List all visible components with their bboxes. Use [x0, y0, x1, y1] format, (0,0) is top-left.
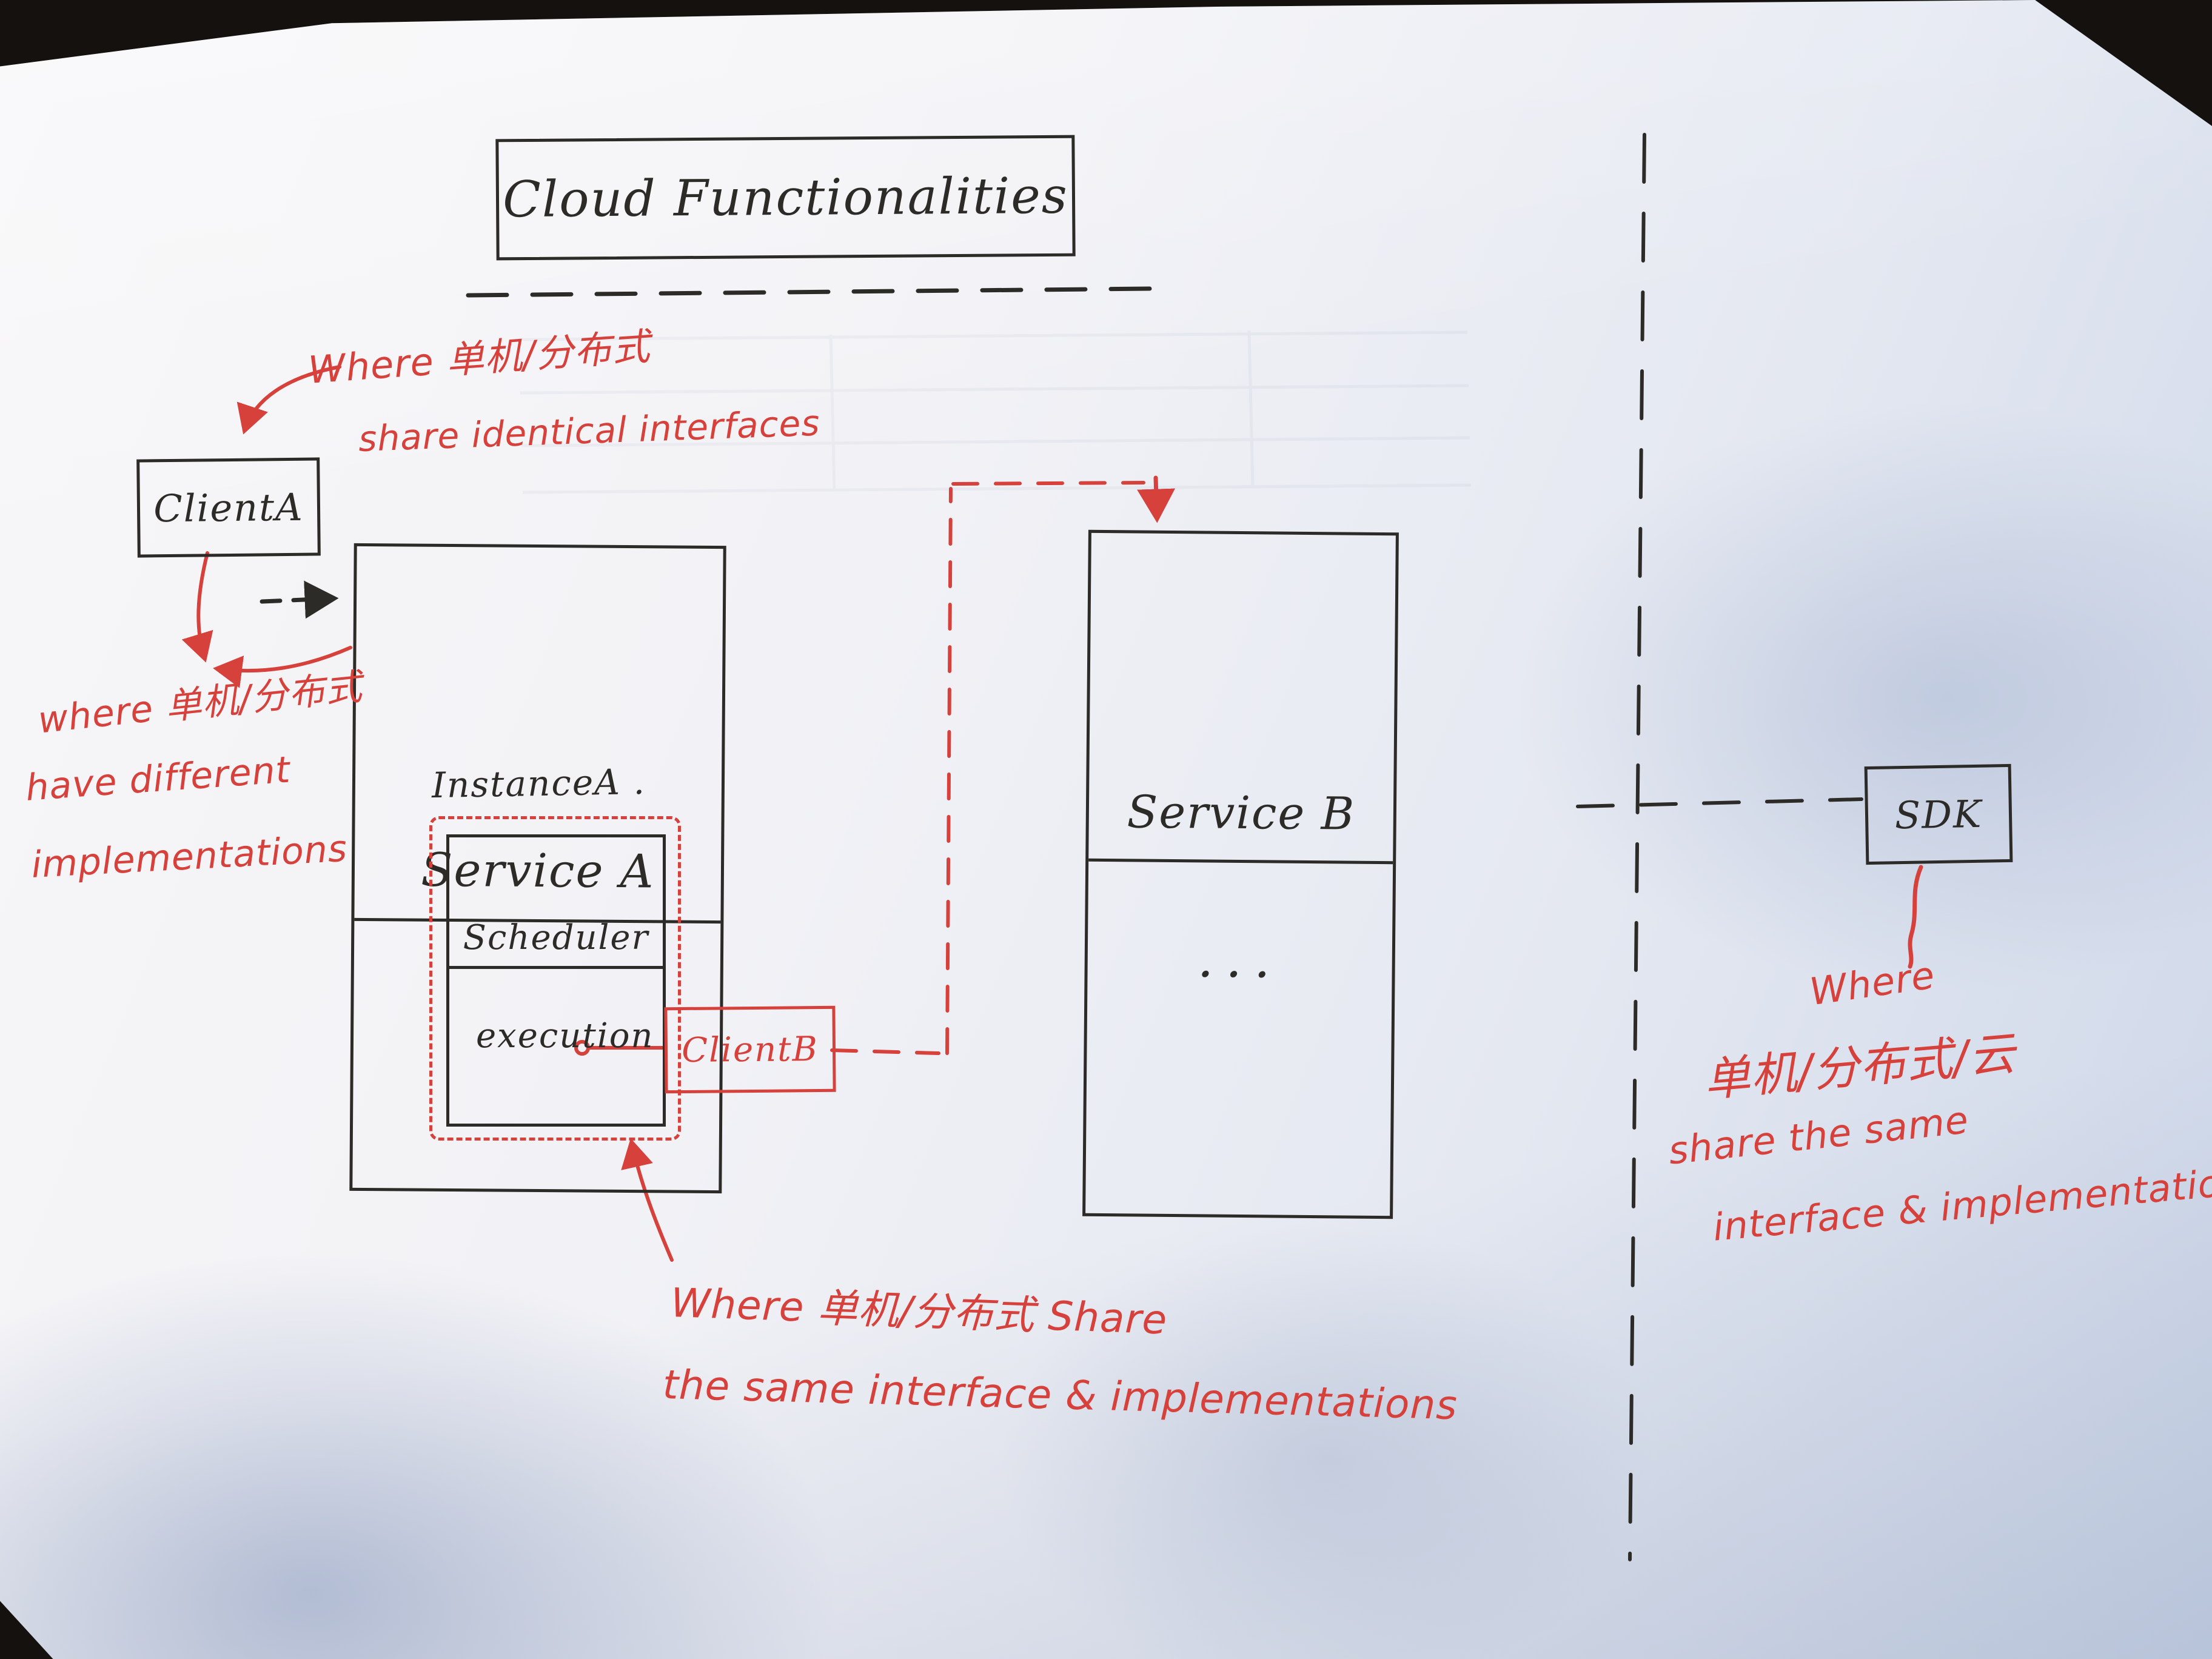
- service-b-box: Service B ...: [1082, 529, 1399, 1219]
- servicea-red-left-arrow: [213, 646, 352, 688]
- top-annotation-arrow: [236, 365, 341, 435]
- bottom-annotation-arrow: [621, 1138, 674, 1262]
- sdk-label: SDK: [1894, 791, 1983, 837]
- clienta-red-down-arrow: [181, 551, 213, 663]
- scheduler-title: Scheduler: [449, 906, 663, 969]
- red-dashed-group-box: [429, 816, 681, 1141]
- diagram-title: Cloud Functionalities: [502, 167, 1069, 229]
- sdk-red-squiggle: [1908, 865, 1923, 969]
- vertical-dashed-divider: [1628, 133, 1646, 1561]
- client-a-box: ClientA: [136, 457, 321, 558]
- clientb-to-serviceb-dashed-route: [830, 481, 1145, 1055]
- service-b-ellipsis: ...: [1197, 928, 1283, 990]
- serviceb-red-arrowhead: [1137, 475, 1176, 523]
- service-b-title: Service B: [1088, 759, 1394, 864]
- client-b-box: ClientB: [664, 1005, 836, 1094]
- dashed-line-to-sdk: [1576, 797, 1863, 808]
- ghost-table-lines: [518, 330, 1472, 494]
- title-underline-dashes: [466, 286, 1156, 298]
- client-a-label: ClientA: [153, 484, 304, 531]
- scheduler-box: Scheduler execution: [446, 834, 666, 1127]
- diagram-title-box: Cloud Functionalities: [495, 135, 1076, 261]
- clienta-to-servicea-dashed-arrow: [260, 580, 339, 619]
- sdk-box: SDK: [1864, 763, 2013, 865]
- instance-a-label: InstanceA .: [431, 760, 646, 806]
- client-b-label: ClientB: [681, 1029, 819, 1070]
- execution-label: execution: [476, 1016, 654, 1056]
